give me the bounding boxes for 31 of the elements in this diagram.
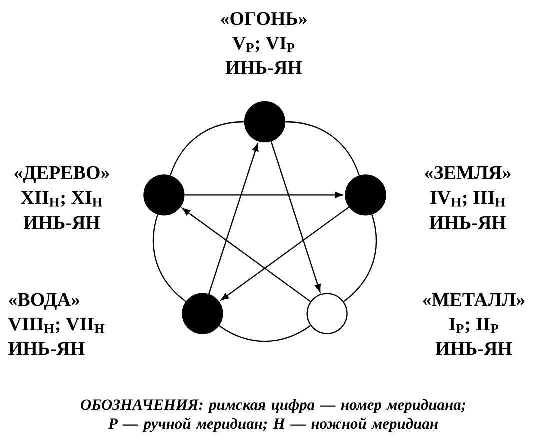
circle-node (182, 293, 224, 334)
meridian-label: V$_{Р}$; VI$_{Р}$ (232, 37, 295, 52)
arrow (208, 144, 259, 294)
arrow (270, 141, 321, 292)
ring-arc (344, 214, 378, 302)
ring-arc (219, 325, 311, 342)
meridian-label: VIII$_{Н}$; VII$_{Н}$ (8, 318, 105, 334)
element-title: «МЕТАЛЛ» (423, 293, 525, 306)
arrow (182, 208, 311, 302)
yin-yang-label: ИНЬ-ЯН (436, 342, 512, 355)
yin-yang-label: ИНЬ-ЯН (8, 342, 85, 355)
yin-yang-label: ИНЬ-ЯН (24, 216, 100, 229)
ring-arc (286, 121, 360, 176)
ring-arc (170, 121, 244, 176)
arrow (184, 192, 344, 198)
element-title: «ДЕРЕВО» (14, 166, 110, 184)
element-title: «ОГОНЬ» (221, 12, 307, 26)
yin-yang-label: ИНЬ-ЯН (226, 62, 302, 74)
caption: ОБОЗНАЧЕНИЯ: римская цифра — номер меридиана; Р — ручной меридиан; Н — ножной меридиан (81, 399, 466, 432)
circle-node (144, 174, 185, 216)
meridian-label: I$_{Р}$; II$_{Р}$ (449, 318, 498, 334)
meridian-label: IV$_{Н}$; III$_{Н}$ (430, 192, 506, 207)
ring-arc (152, 214, 186, 302)
element-title: «ВОДА» (9, 293, 80, 310)
meridian-label: XII$_{Н}$; XI$_{Н}$ (21, 192, 102, 207)
circle-node (244, 101, 286, 143)
circle-node (345, 174, 386, 216)
yin-yang-label: ИНЬ-ЯН (430, 216, 506, 229)
circle-node (306, 293, 348, 334)
arrow (220, 206, 350, 301)
element-title: «ЗЕМЛЯ» (425, 166, 511, 180)
